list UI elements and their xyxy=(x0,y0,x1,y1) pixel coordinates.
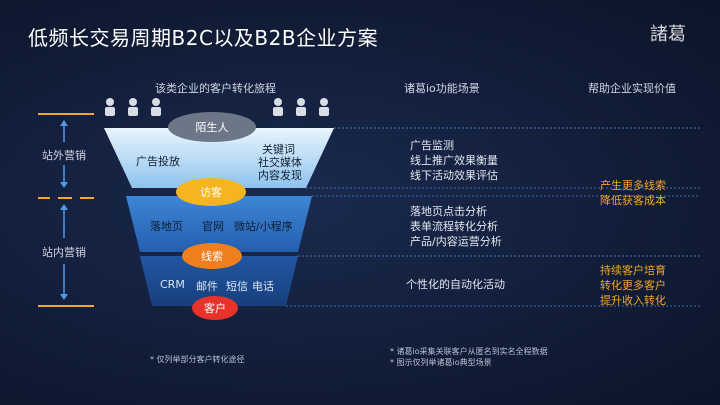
oval-visitor: 访客 xyxy=(176,178,246,206)
funnel-label-sms: 短信 xyxy=(226,280,248,293)
column-header-value: 帮助企业实现价值 xyxy=(588,82,676,95)
value-item: 提升收入转化 xyxy=(600,294,666,307)
footnote-item: * 图示仅列举诸葛io典型场景 xyxy=(390,358,492,367)
funnel-label-ads: 广告投放 xyxy=(136,155,180,168)
function-item: 线上推广效果衡量 xyxy=(410,154,498,167)
function-group-3: 个性化的自动化活动 xyxy=(406,277,505,292)
function-item: 落地页点击分析 xyxy=(410,205,487,218)
function-item: 广告监测 xyxy=(410,139,454,152)
funnel-label-content: 内容发现 xyxy=(258,169,302,182)
value-item: 持续客户培育 xyxy=(600,264,666,277)
funnel-label-phone: 电话 xyxy=(252,280,274,293)
function-group-2: 落地页点击分析 表单流程转化分析 产品/内容运营分析 xyxy=(410,204,502,249)
function-item: 产品/内容运营分析 xyxy=(410,235,502,248)
funnel-label-keywords: 关键词 xyxy=(262,143,295,156)
stage-outside-marketing: 站外营销 xyxy=(42,149,86,162)
oval-customer: 客户 xyxy=(192,296,238,320)
value-item: 产生更多线索 xyxy=(600,179,666,192)
function-group-1: 广告监测 线上推广效果衡量 线下活动效果评估 xyxy=(410,138,498,183)
function-item: 表单流程转化分析 xyxy=(410,220,498,233)
value-group-2: 持续客户培育 转化更多客户 提升收入转化 xyxy=(600,263,666,308)
footnote-item: * 诸葛io采集关联客户从匿名到实名全程数据 xyxy=(390,347,548,356)
function-item: 线下活动效果评估 xyxy=(410,169,498,182)
column-header-function: 诸葛io功能场景 xyxy=(404,82,480,95)
function-item: 个性化的自动化活动 xyxy=(406,278,505,291)
footnote-left: * 仅列举部分客户转化途径 xyxy=(150,355,245,364)
oval-lead: 线索 xyxy=(182,243,242,269)
funnel-label-social: 社交媒体 xyxy=(258,156,302,169)
slide-title: 低频长交易周期B2C以及B2B企业方案 xyxy=(28,26,379,50)
column-header-journey: 该类企业的客户转化旅程 xyxy=(155,82,276,95)
funnel-label-website: 官网 xyxy=(202,220,224,233)
oval-stranger: 陌生人 xyxy=(168,112,256,142)
value-group-1: 产生更多线索 降低获客成本 xyxy=(600,178,666,208)
funnel-label-email: 邮件 xyxy=(196,280,218,293)
funnel-label-miniprogram: 微站/小程序 xyxy=(234,220,293,233)
logo: 諸葛 xyxy=(650,24,686,45)
footnote-right: * 诸葛io采集关联客户从匿名到实名全程数据 * 图示仅列举诸葛io典型场景 xyxy=(390,346,548,368)
value-item: 转化更多客户 xyxy=(600,279,666,292)
stage-inside-marketing: 站内营销 xyxy=(42,246,86,259)
funnel-label-crm: CRM xyxy=(160,278,185,291)
funnel-label-landing: 落地页 xyxy=(150,220,183,233)
value-item: 降低获客成本 xyxy=(600,194,666,207)
